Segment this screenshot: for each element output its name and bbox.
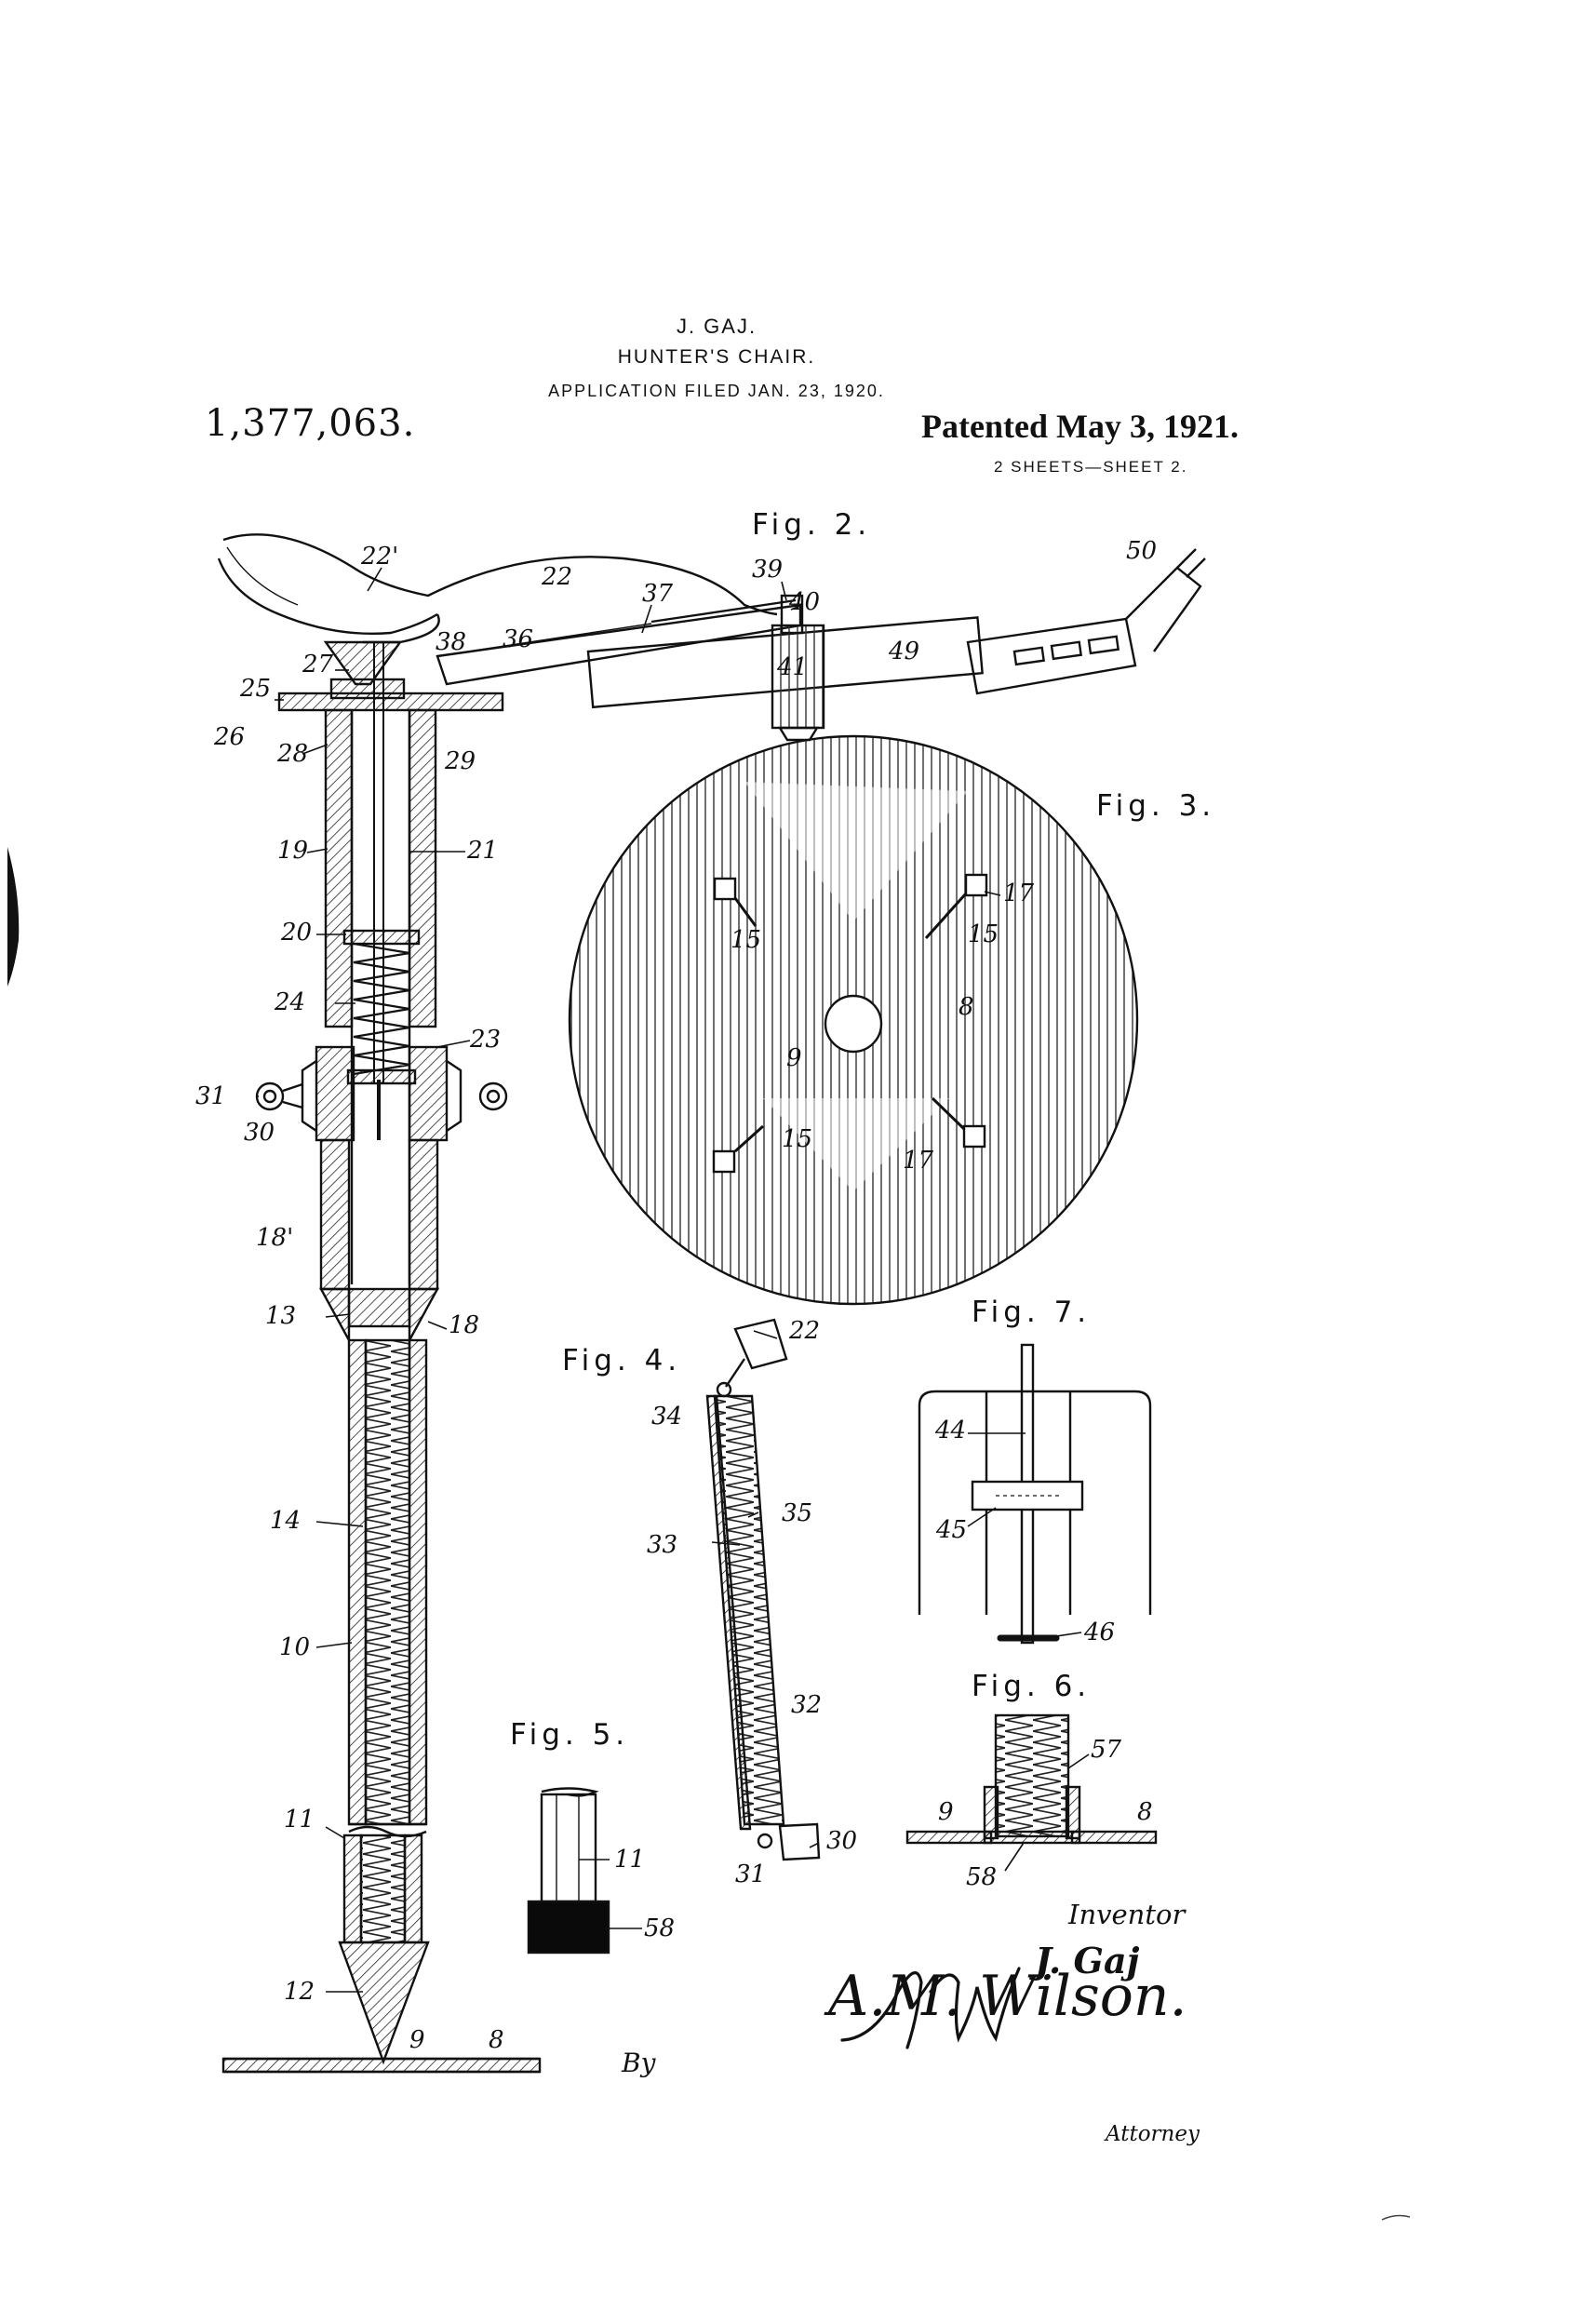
ref-8-fig6: 8	[1137, 1798, 1153, 1826]
ref-29: 29	[444, 747, 476, 775]
ref-28: 28	[276, 740, 308, 768]
ref-8-disk: 8	[959, 993, 974, 1021]
reference-numerals: 22' 22 39 40 37 38 36 41 49 50 27 25 26 …	[195, 537, 1157, 2054]
ref-32: 32	[791, 1691, 822, 1719]
ref-40: 40	[788, 588, 820, 616]
ref-30-fig4: 30	[826, 1827, 857, 1855]
fig7-label: Fig. 7.	[972, 1296, 1092, 1329]
sheet-count: 2 SHEETS—SHEET 2.	[994, 458, 1188, 476]
ref-57: 57	[1091, 1736, 1122, 1764]
ref-10: 10	[279, 1633, 310, 1661]
fig2-drawing	[217, 533, 778, 2074]
ref-18-prime: 18'	[256, 1224, 293, 1252]
ref-19: 19	[277, 837, 308, 865]
ref-25: 25	[239, 675, 271, 703]
ref-15-right: 15	[968, 920, 999, 948]
fig3-label: Fig. 3.	[1096, 789, 1216, 823]
patent-title: HUNTER'S CHAIR.	[617, 346, 816, 368]
ref-14: 14	[270, 1507, 301, 1535]
ref-11-fig5: 11	[614, 1846, 645, 1874]
ref-21: 21	[466, 837, 498, 865]
fig4-label: Fig. 4.	[562, 1344, 682, 1377]
ref-12: 12	[284, 1978, 315, 2006]
scan-speck	[1381, 2214, 1411, 2221]
ref-46: 46	[1083, 1619, 1115, 1646]
ref-23: 23	[469, 1026, 501, 1054]
ref-27: 27	[302, 651, 334, 678]
ref-31-fig4: 31	[735, 1861, 766, 1888]
leader-lines	[256, 567, 1090, 1993]
ref-17-lower: 17	[903, 1147, 934, 1175]
ref-58-fig5: 58	[644, 1914, 675, 1942]
attorney-signature-stroke	[840, 1967, 1021, 2049]
ref-13: 13	[265, 1302, 296, 1330]
ref-33: 33	[647, 1531, 677, 1559]
ref-58-fig6: 58	[966, 1863, 997, 1891]
attorney-signature: A.M. Wilson.	[828, 1964, 1187, 2029]
by-label: By	[622, 2048, 656, 2078]
ref-50: 50	[1126, 537, 1157, 565]
fig7-drawing	[918, 1343, 1152, 1645]
ref-49: 49	[888, 638, 919, 665]
ref-34: 34	[651, 1403, 682, 1431]
ref-31: 31	[195, 1082, 226, 1110]
ref-15-left: 15	[731, 926, 761, 954]
fig5-drawing	[527, 1787, 610, 1955]
fig6-drawing	[905, 1713, 1158, 1845]
fig2-arm	[436, 548, 1206, 742]
ref-41: 41	[776, 653, 808, 681]
ref-9-fig6: 9	[938, 1798, 954, 1826]
ref-22: 22	[541, 563, 572, 591]
fig5-label: Fig. 5.	[510, 1718, 630, 1752]
fig4-drawing	[705, 1318, 821, 1861]
fig2-label: Fig. 2.	[752, 508, 872, 542]
ref-38: 38	[436, 628, 466, 656]
ref-30: 30	[244, 1119, 275, 1147]
ref-35: 35	[782, 1499, 812, 1527]
inventor-label: Inventor	[1068, 1899, 1186, 1930]
inventor-signature: J. Gaj	[1035, 1940, 1140, 1981]
ref-15-lower: 15	[782, 1125, 812, 1153]
ref-37: 37	[642, 580, 674, 608]
ref-44: 44	[934, 1417, 966, 1444]
application-filed: APPLICATION FILED JAN. 23, 1920.	[548, 382, 885, 400]
ref-45: 45	[935, 1516, 967, 1544]
ref-11: 11	[284, 1806, 315, 1834]
attorney-label: Attorney	[1106, 2122, 1200, 2146]
fig6-label: Fig. 6.	[972, 1670, 1092, 1703]
ref-9-disk: 9	[786, 1044, 802, 1072]
ref-36: 36	[503, 625, 533, 653]
ref-8: 8	[489, 2026, 504, 2054]
ref-24: 24	[274, 988, 305, 1016]
ref-22-prime: 22'	[360, 543, 398, 571]
ref-39: 39	[752, 556, 783, 584]
ref-26: 26	[213, 723, 245, 751]
fig3-disk	[568, 734, 1139, 1306]
patent-number: 1,377,063.	[205, 402, 416, 445]
ref-20: 20	[280, 919, 312, 947]
ref-9: 9	[409, 2026, 425, 2054]
ref-22-fig4: 22	[788, 1317, 820, 1345]
inventor-header: J. GAJ.	[676, 315, 757, 338]
ref-17-upper: 17	[1003, 880, 1035, 907]
ref-18: 18	[449, 1311, 479, 1339]
scan-artifact	[7, 847, 20, 987]
patent-date: Patented May 3, 1921.	[921, 408, 1239, 445]
